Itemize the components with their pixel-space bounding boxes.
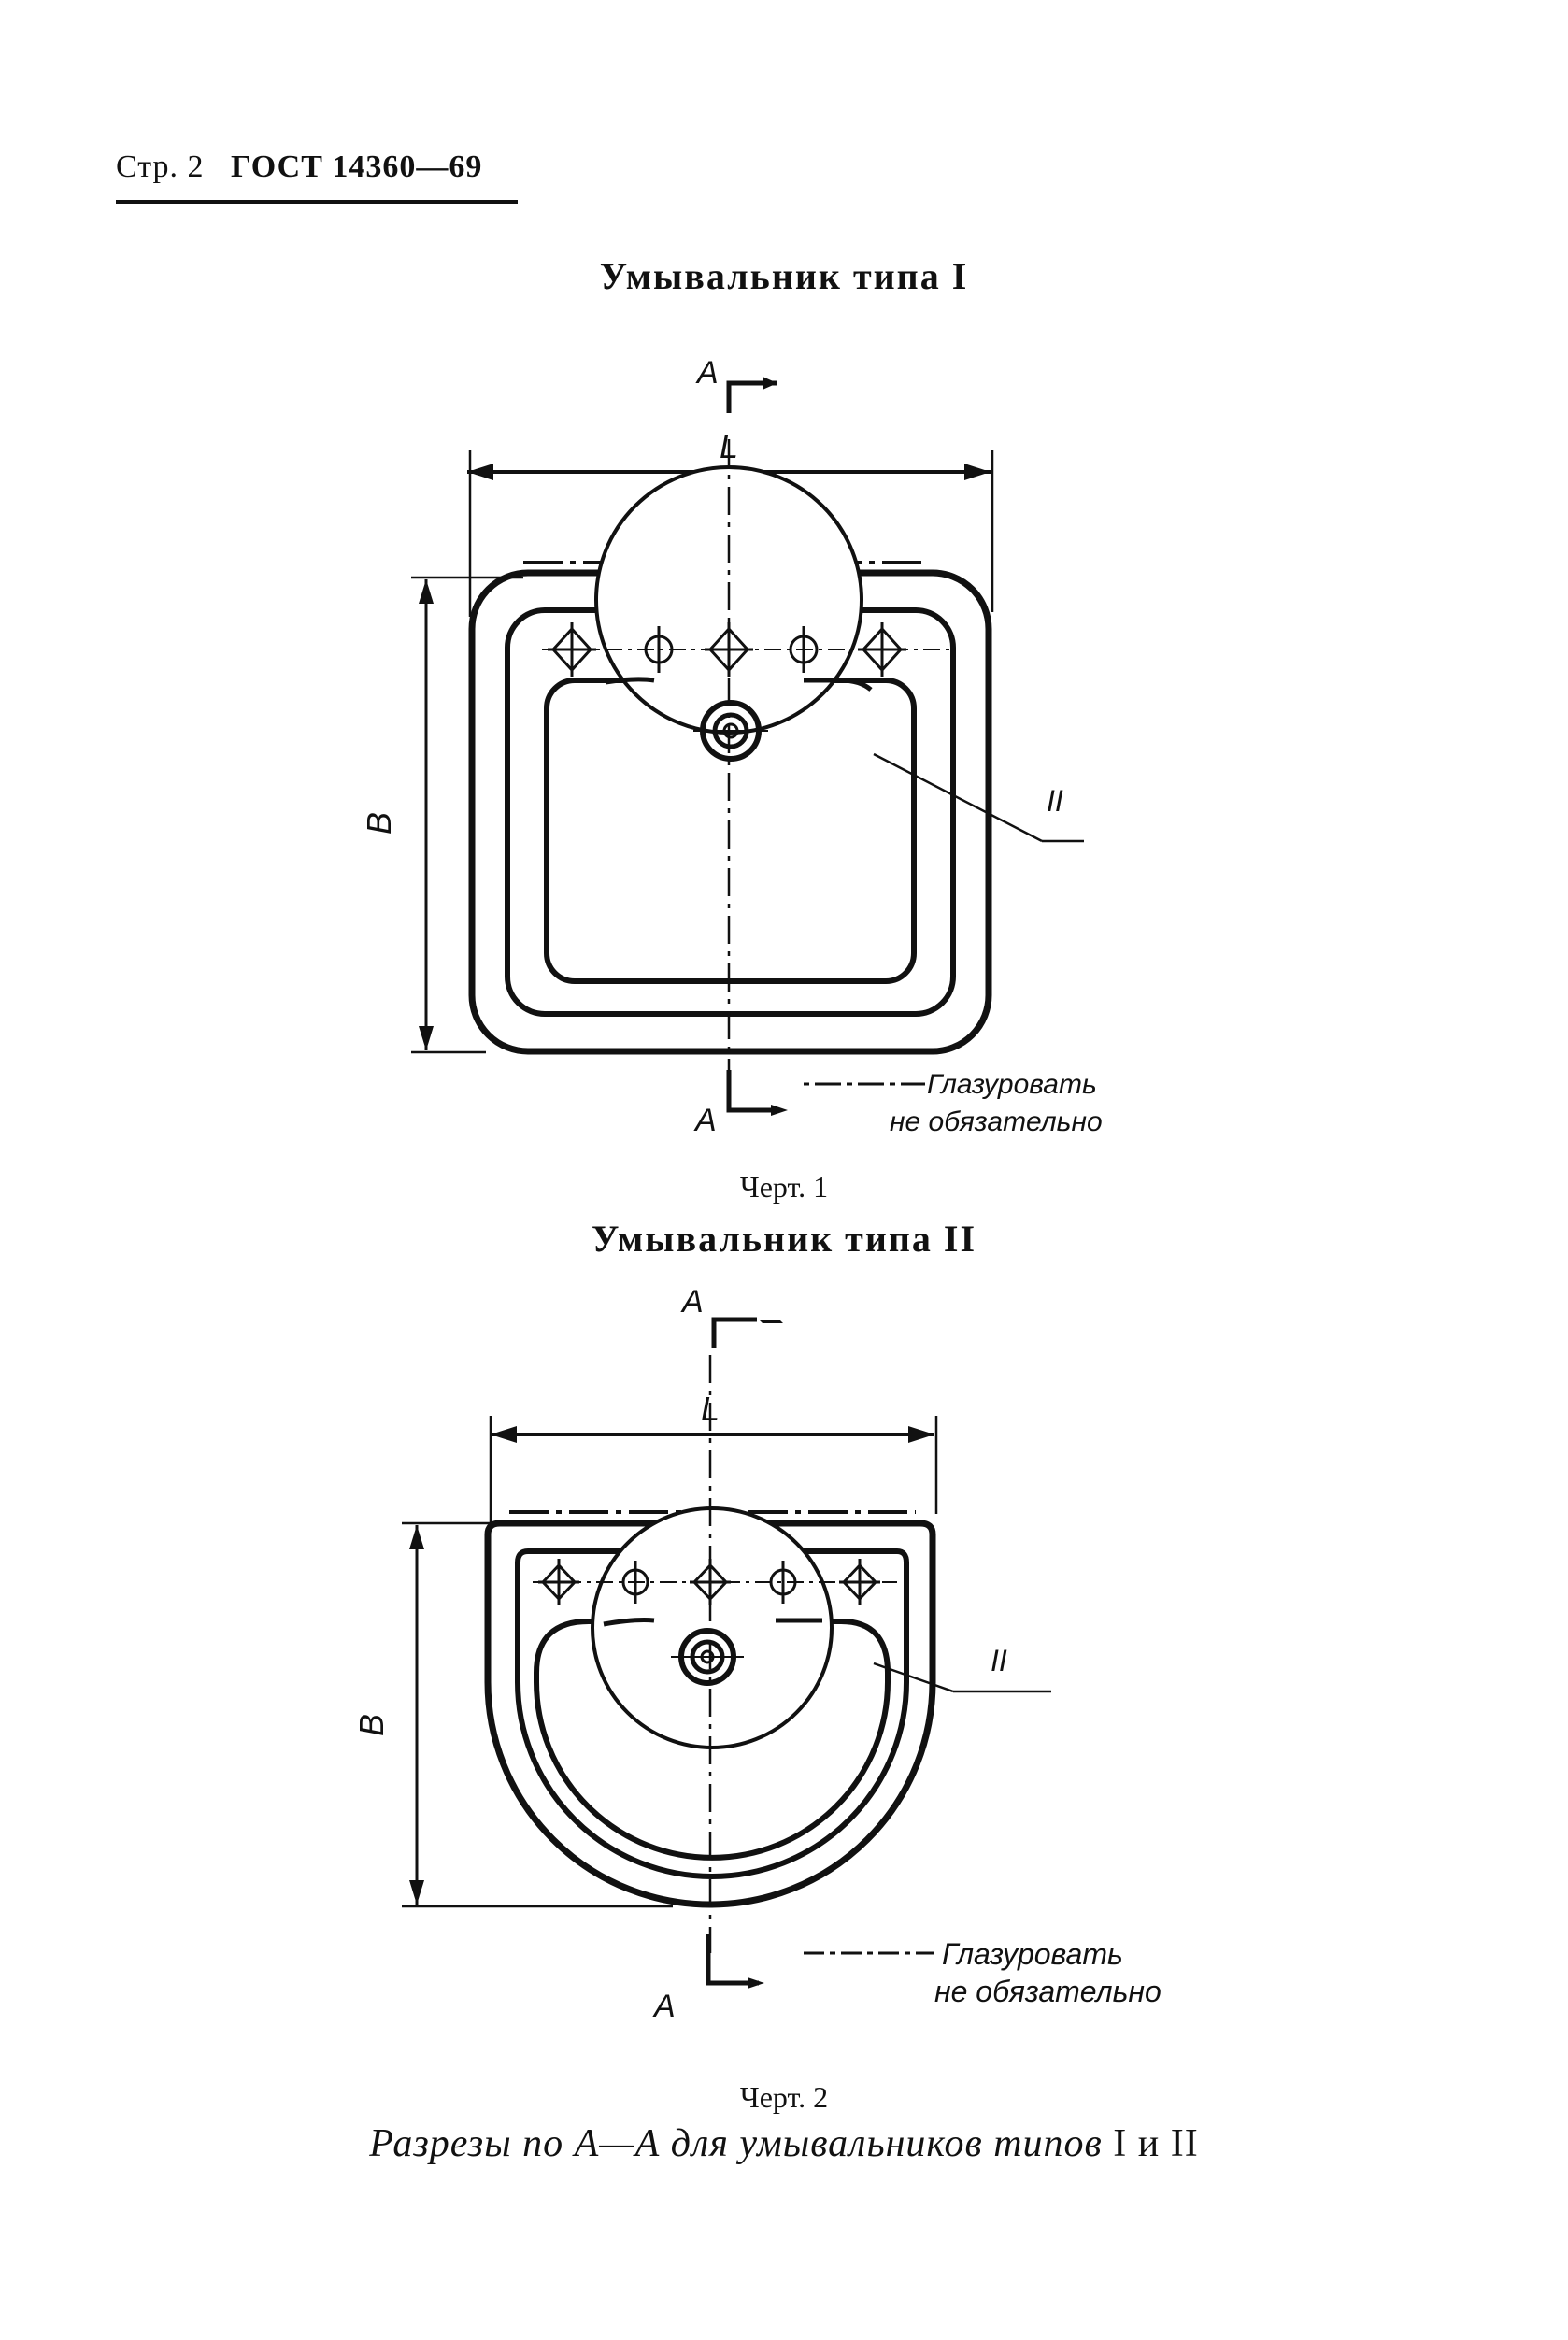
page-header: Стр. 2 ГОСТ 14360—69 xyxy=(116,150,482,185)
fig2-note-line1: Глазуровать xyxy=(942,1937,1123,1971)
fig1-note-line1: Глазуровать xyxy=(927,1069,1097,1100)
standard-number: ГОСТ 14360—69 xyxy=(231,150,483,184)
fig1-section-label-top: А xyxy=(695,355,719,391)
page-number: Стр. 2 xyxy=(116,150,205,184)
figure2-caption: Черт. 2 xyxy=(739,2080,829,2114)
sections-title: Разрезы по А—А для умывальников типов I … xyxy=(0,2121,1568,2166)
fig1-note-line2: не обязательно xyxy=(890,1106,1103,1137)
fig2-height-label: В xyxy=(352,1714,391,1736)
header-rule xyxy=(116,200,518,204)
sections-title-text: Разрезы по А—А для умывальников типов xyxy=(369,2122,1114,2165)
fig2-detail-label: II xyxy=(991,1644,1007,1677)
figure1-title: Умывальник типа I xyxy=(599,255,969,297)
fig2-note-line2: не обязательно xyxy=(934,1975,1162,2008)
fig1-height-label: В xyxy=(360,812,398,835)
sections-title-roman: I и II xyxy=(1113,2122,1199,2165)
fig1-detail-label: II xyxy=(1047,784,1063,818)
fig2-section-label-bottom: А xyxy=(652,1989,676,2024)
fig1-section-label-bottom: А xyxy=(693,1103,717,1138)
figure1-caption: Черт. 1 xyxy=(739,1170,829,1204)
figure2-title: Умывальник типа II xyxy=(591,1218,977,1260)
fig2-section-label-top: А xyxy=(680,1284,704,1320)
figure1-drawing: А L В xyxy=(360,355,1103,1138)
figure2-drawing: А L В xyxy=(352,1284,1162,2024)
